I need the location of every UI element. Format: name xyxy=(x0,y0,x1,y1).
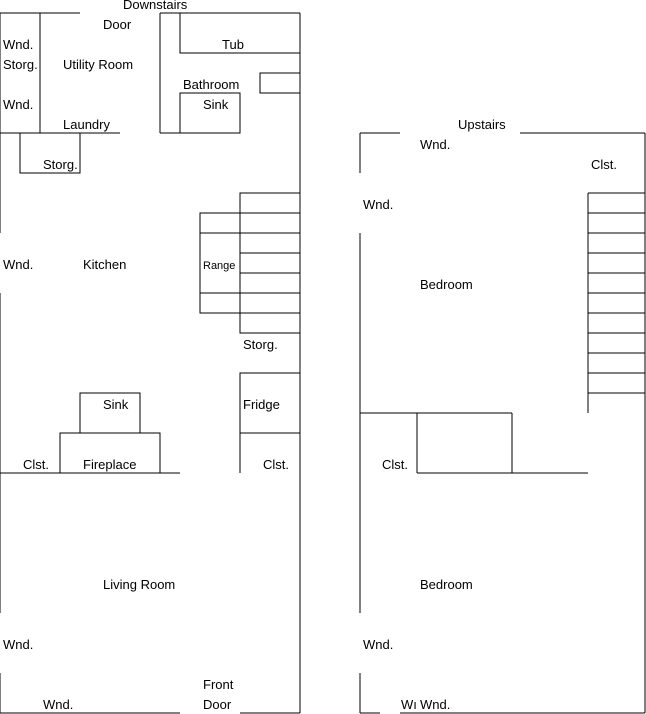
door-label: Door xyxy=(103,17,132,32)
downstairs-title: Downstairs xyxy=(123,0,188,12)
bedroom-label: Bedroom xyxy=(420,277,473,292)
window-label: Wnd. xyxy=(420,697,450,712)
window-label: Wnd. xyxy=(363,197,393,212)
laundry-label: Laundry xyxy=(63,117,110,132)
window-label: Wnd. xyxy=(43,697,73,712)
window-label: Wnd. xyxy=(363,637,393,652)
bathroom-label: Bathroom xyxy=(183,77,239,92)
utility-room-label: Utility Room xyxy=(63,57,133,72)
window-label: Wnd. xyxy=(3,97,33,112)
window-label: Wnd. xyxy=(420,137,450,152)
front-door-label-line1: Front xyxy=(203,677,234,692)
tub-label: Tub xyxy=(222,37,244,52)
living-room-label: Living Room xyxy=(103,577,175,592)
closet-label: Clst. xyxy=(263,457,289,472)
kitchen-sink-label: Sink xyxy=(103,397,129,412)
upstairs-walls xyxy=(359,132,646,714)
downstairs-walls xyxy=(0,12,301,714)
fridge-label: Fridge xyxy=(243,397,280,412)
storage-label: Storg. xyxy=(243,337,278,352)
bath-sink-label: Sink xyxy=(203,97,229,112)
window-label: Wnd. xyxy=(3,37,33,52)
closet-label: Clst. xyxy=(23,457,49,472)
range-label: Range xyxy=(203,260,235,272)
kitchen-label: Kitchen xyxy=(83,257,126,272)
fireplace-label: Fireplace xyxy=(83,457,136,472)
window-label: Wnd. xyxy=(3,637,33,652)
storage-label: Storg. xyxy=(3,57,38,72)
window-label: Wı xyxy=(401,697,417,712)
front-door-label-line2: Door xyxy=(203,697,232,712)
upstairs-title: Upstairs xyxy=(458,117,506,132)
storage-label: Storg. xyxy=(43,157,78,172)
closet-label: Clst. xyxy=(591,157,617,172)
closet-label: Clst. xyxy=(382,457,408,472)
downstairs-labels: Downstairs Door Utility Room Tub Bathroo… xyxy=(3,0,289,712)
bedroom-label: Bedroom xyxy=(420,577,473,592)
window-label: Wnd. xyxy=(3,257,33,272)
upstairs-labels: Upstairs Wnd. Clst. Wnd. Bedroom Clst. B… xyxy=(363,117,617,712)
